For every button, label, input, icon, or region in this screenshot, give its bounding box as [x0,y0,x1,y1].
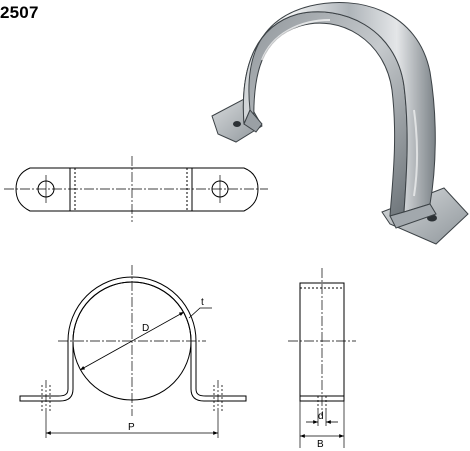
thickness-label: t [201,297,204,308]
front-view-left-foot [19,388,74,402]
pitch-label: P [128,422,135,433]
thickness-leader [188,307,212,319]
clamp-3d-picture [211,2,469,245]
band-width-label: B [317,439,324,450]
side-view [288,268,356,448]
top-view-outline [15,167,259,212]
front-view-right-foot [190,388,247,402]
front-view [19,265,247,438]
diameter-label: D [142,323,149,334]
clamp-left-leg [243,109,263,133]
diameter-dimension-line [79,311,185,371]
part-number: 2507 [0,3,39,22]
clamp-left-foot-hole [233,121,241,127]
top-view [4,156,268,222]
hole-diameter-label: d [318,411,324,422]
clamp-band-inner [242,11,408,217]
clamp-right-leg [389,203,437,229]
